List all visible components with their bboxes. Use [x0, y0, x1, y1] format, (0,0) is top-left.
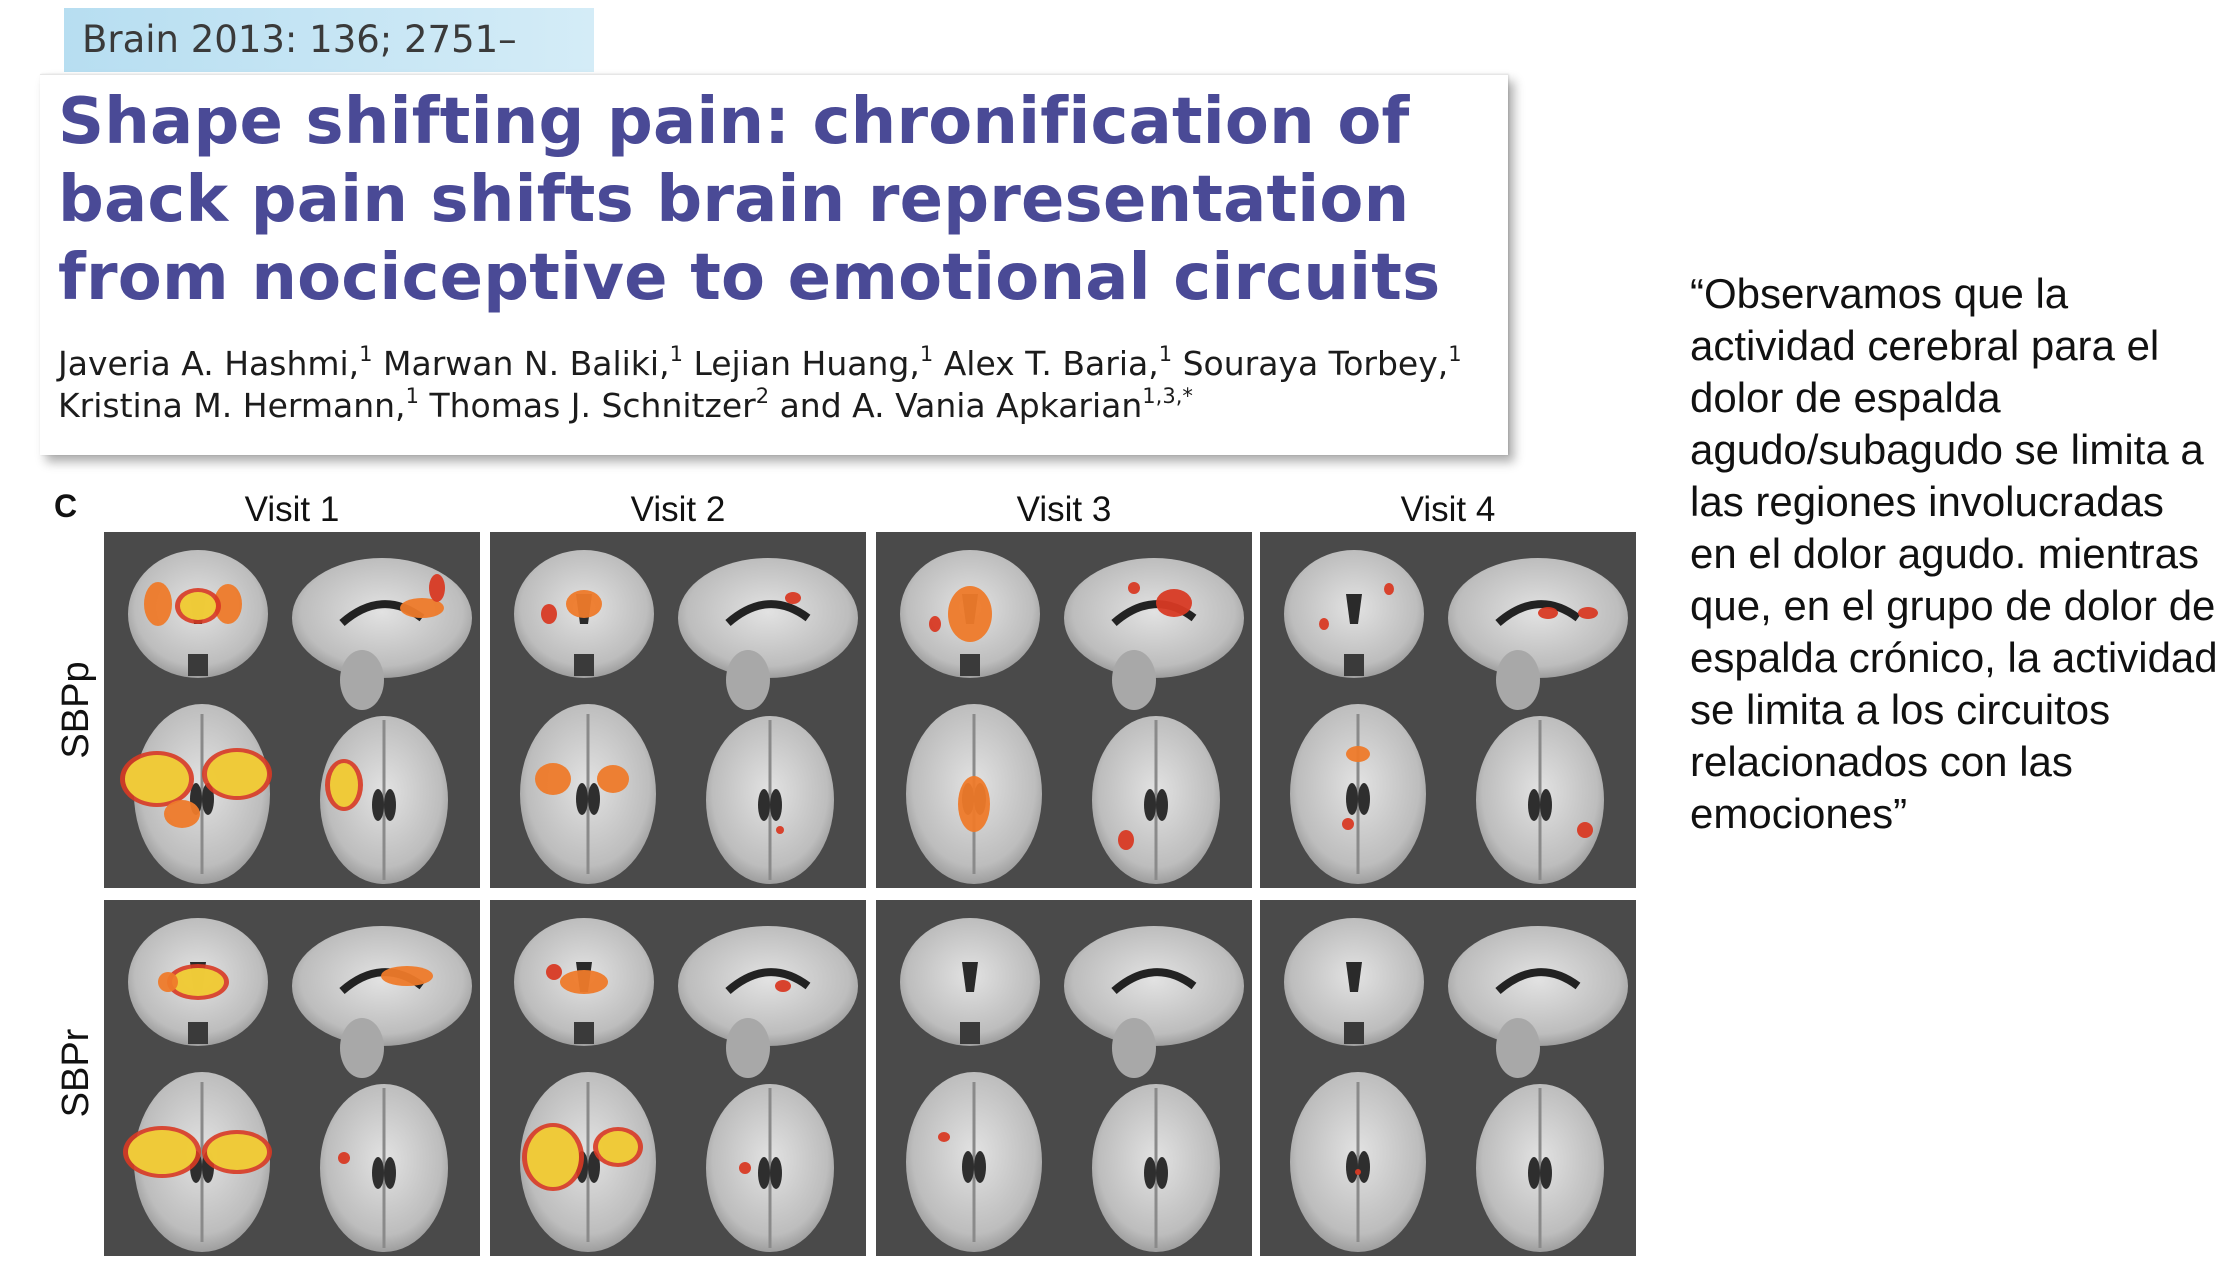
quote-text: “Observamos que la actividad cerebral pa… [1690, 270, 2218, 837]
affiliation-mark: 1 [919, 342, 934, 366]
activation-blob [598, 1131, 638, 1163]
activation-blob [527, 1127, 579, 1187]
column-label-visit-3: Visit 3 [1016, 490, 1112, 529]
activation-blob [566, 590, 602, 618]
activation-blob [1578, 607, 1598, 619]
activation-blob [144, 582, 172, 626]
activation-blob [400, 598, 444, 618]
brain-panel [876, 900, 1252, 1256]
brain-slices-image [900, 918, 1244, 1252]
column-label-visit-1: Visit 1 [244, 490, 340, 529]
row-label-sbpp: SBPp [55, 661, 97, 759]
brain-panel [876, 532, 1252, 888]
affiliation-mark: 1 [1158, 342, 1173, 366]
activation-blob [172, 968, 224, 996]
activation-blob [535, 763, 571, 795]
brain-slices-image [1284, 918, 1628, 1252]
title-card: Shape shifting pain: chronification of b… [40, 74, 1508, 455]
brain-slice [678, 558, 858, 678]
activation-blob [958, 776, 990, 832]
author: Kristina M. Hermann,1 [58, 384, 419, 426]
activation-blob [597, 765, 629, 793]
author: Souraya Torbey,1 [1182, 342, 1462, 384]
affiliation-mark: 2 [755, 384, 770, 408]
brain-slices-image [900, 550, 1244, 884]
activation-blob [125, 755, 189, 803]
brain-panel [1260, 900, 1636, 1256]
activation-blob [739, 1162, 751, 1174]
affiliation-mark: 1,3,* [1142, 384, 1193, 408]
activation-blob [128, 1130, 196, 1174]
row-label-sbpr: SBPr [55, 1028, 97, 1118]
brain-slices-image [123, 918, 472, 1252]
activation-blob [1118, 830, 1134, 850]
column-label-visit-2: Visit 2 [630, 490, 726, 529]
brain-slice [1448, 558, 1628, 678]
activation-blob [214, 584, 242, 624]
affiliation-mark: 1 [405, 384, 419, 408]
activation-blob [1384, 583, 1394, 595]
brain-slice [1064, 558, 1244, 678]
activation-blob [929, 616, 941, 632]
activation-blob [1342, 818, 1354, 830]
activation-blob [1156, 589, 1192, 617]
brain-slices-image [514, 918, 858, 1252]
brain-panel [490, 900, 866, 1256]
brain-slices-image [514, 550, 858, 884]
activation-blob [207, 1134, 267, 1170]
brain-slice [292, 558, 472, 678]
paper-title: Shape shifting pain: chronification of b… [58, 85, 1441, 315]
activation-blob [776, 826, 784, 834]
activation-blob [1128, 582, 1140, 594]
author: Javeria A. Hashmi,1 [58, 342, 373, 384]
brain-slice [1448, 926, 1628, 1046]
brain-panel [104, 900, 480, 1256]
author: Alex T. Baria,1 [943, 342, 1173, 384]
activation-blob [330, 763, 358, 807]
brain-panel [104, 532, 480, 888]
activation-blob [1355, 1169, 1361, 1175]
activation-blob [938, 1132, 950, 1142]
activation-blob [1538, 607, 1558, 619]
activation-blob [338, 1152, 350, 1164]
activation-blob [785, 592, 801, 604]
column-label-visit-4: Visit 4 [1400, 490, 1496, 529]
activation-blob [560, 970, 608, 994]
activation-blob [546, 964, 562, 980]
figure-panel-letter: C [54, 488, 78, 524]
activation-blob [948, 586, 992, 642]
activation-blob [429, 574, 445, 602]
brain-slices-image [1284, 550, 1628, 884]
activation-blob [1346, 746, 1370, 762]
brain-slice [678, 926, 858, 1046]
author: Lejian Huang,1 [693, 342, 934, 384]
brain-panel [1260, 532, 1636, 888]
author: Marwan N. Baliki,1 [383, 342, 683, 384]
author-list: Javeria A. Hashmi,1 Marwan N. Baliki,1 L… [58, 343, 1498, 427]
author: Thomas J. Schnitzer2 [429, 384, 770, 426]
brain-slice [292, 926, 472, 1046]
activation-blob [541, 604, 557, 624]
brain-panel [490, 532, 866, 888]
activation-blob [1319, 618, 1329, 630]
brain-slice [1064, 926, 1244, 1046]
activation-blob [775, 980, 791, 992]
affiliation-mark: 1 [669, 342, 683, 366]
journal-citation: Brain 2013: 136; 2751–2768 [64, 8, 594, 125]
brain-slices-image [120, 550, 472, 884]
activation-blob [180, 592, 216, 620]
author: and A. Vania Apkarian1,3,* [779, 384, 1193, 426]
affiliation-mark: 1 [359, 342, 373, 366]
activation-blob [381, 966, 433, 986]
activation-blob [1577, 822, 1593, 838]
affiliation-mark: 1 [1448, 342, 1462, 366]
activation-blob [164, 800, 200, 828]
activation-blob [207, 752, 267, 796]
activation-blob [158, 972, 178, 992]
